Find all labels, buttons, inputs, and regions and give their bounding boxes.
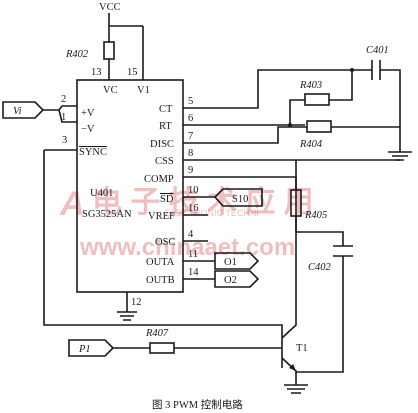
o1-port bbox=[214, 252, 260, 270]
o1-label: O1 bbox=[224, 257, 237, 268]
pin-label-outa: OUTA bbox=[146, 257, 175, 268]
s10-label: S10 bbox=[232, 194, 248, 205]
t1-label: T1 bbox=[296, 343, 308, 354]
vi-label: Vi bbox=[13, 106, 22, 117]
pin-1-number: 1 bbox=[61, 112, 66, 123]
chip-part: SG3525AN bbox=[82, 209, 132, 220]
figure-caption: 图 3 PWM 控制电路 bbox=[152, 398, 243, 411]
vcc-label: VCC bbox=[99, 2, 121, 13]
feedback-wire bbox=[43, 150, 268, 326]
pin-13-number: 13 bbox=[91, 67, 102, 78]
pin-label-css: CSS bbox=[155, 156, 174, 167]
vcc-network: VCC R402 13 15 bbox=[65, 2, 144, 80]
pin-10-number: 10 bbox=[188, 185, 199, 196]
pin-6-number: 6 bbox=[188, 113, 193, 124]
pin-label-comp: COMP bbox=[144, 174, 174, 185]
pin-label-v1: V1 bbox=[137, 85, 150, 96]
pin-3-number: 3 bbox=[62, 135, 67, 146]
pin-5-number: 5 bbox=[188, 96, 193, 107]
watermark: A 电 子 技 术 应 用 ELECTRONIC TECHNI www.chin… bbox=[59, 185, 314, 261]
capacitor-c401 bbox=[371, 60, 381, 80]
svg-text:A: A bbox=[59, 185, 85, 223]
o2-label: O2 bbox=[224, 275, 237, 286]
r405-label: R405 bbox=[304, 210, 327, 221]
pin-8-number: 8 bbox=[188, 148, 193, 159]
capacitor-c402 bbox=[333, 245, 353, 257]
pin-label-sd: SD bbox=[160, 194, 174, 205]
pin-label-vc: VC bbox=[103, 85, 118, 96]
chip-labels: VC V1 +V −V SYNC CT RT DISC CSS COMP SD … bbox=[79, 85, 175, 286]
s10-port bbox=[213, 188, 263, 207]
ground-right bbox=[388, 151, 412, 161]
p1-network: P1 R407 bbox=[68, 328, 262, 357]
pin-14-number: 14 bbox=[188, 267, 199, 278]
resistor-r402 bbox=[103, 41, 115, 60]
resistor-r404 bbox=[306, 120, 332, 133]
chip-ref: U401 bbox=[90, 188, 113, 199]
watermark-url: www.chinaaet.com bbox=[79, 234, 295, 261]
pin-9-number: 9 bbox=[188, 165, 193, 176]
p1-label: P1 bbox=[78, 344, 91, 355]
resistor-r407 bbox=[149, 342, 175, 354]
chip-body bbox=[76, 79, 184, 293]
resistor-r403 bbox=[304, 93, 330, 106]
pin-16-number: 16 bbox=[188, 203, 199, 214]
transistor-t1: T1 bbox=[262, 160, 308, 394]
left-pins: Vi 2 1 3 bbox=[2, 94, 77, 151]
pin-label-ct: CT bbox=[159, 104, 173, 115]
pin-label-plus-v: +V bbox=[81, 108, 95, 119]
pin-12-number: 12 bbox=[131, 297, 142, 308]
chip-ground: 12 bbox=[117, 292, 142, 321]
pin-15-number: 15 bbox=[127, 67, 138, 78]
r402-label: R402 bbox=[65, 49, 89, 60]
pin-4-number: 4 bbox=[188, 229, 194, 240]
pin-label-rt: RT bbox=[159, 121, 172, 132]
watermark-text: ELECTRONIC TECHNI bbox=[165, 208, 259, 218]
pin-label-disc: DISC bbox=[150, 139, 174, 150]
pin-label-vref: VREF bbox=[148, 211, 175, 222]
r404-label: R404 bbox=[299, 139, 323, 150]
o2-port bbox=[214, 270, 260, 288]
r403-label: R403 bbox=[299, 80, 322, 91]
p1-port bbox=[68, 339, 115, 357]
right-network: 5 C401 R403 6 R404 7 8 9 S10 10 16 4 bbox=[183, 45, 412, 288]
r407-label: R407 bbox=[145, 328, 169, 339]
pin-label-minus-v: −V bbox=[81, 124, 95, 135]
svg-text:电 子 技 术 应 用: 电 子 技 术 应 用 bbox=[92, 185, 314, 219]
c401-label: C401 bbox=[366, 45, 389, 56]
vi-port bbox=[2, 101, 45, 119]
ground-t1 bbox=[284, 384, 308, 394]
pin-label-outb: OUTB bbox=[146, 275, 175, 286]
pin-2-number: 2 bbox=[61, 94, 66, 105]
pin-11-number: 11 bbox=[188, 249, 198, 260]
pin-label-sync: SYNC bbox=[79, 147, 107, 158]
pin-7-number: 7 bbox=[188, 131, 193, 142]
c402-label: C402 bbox=[308, 262, 332, 273]
pin-label-osc: OSC bbox=[155, 237, 175, 248]
